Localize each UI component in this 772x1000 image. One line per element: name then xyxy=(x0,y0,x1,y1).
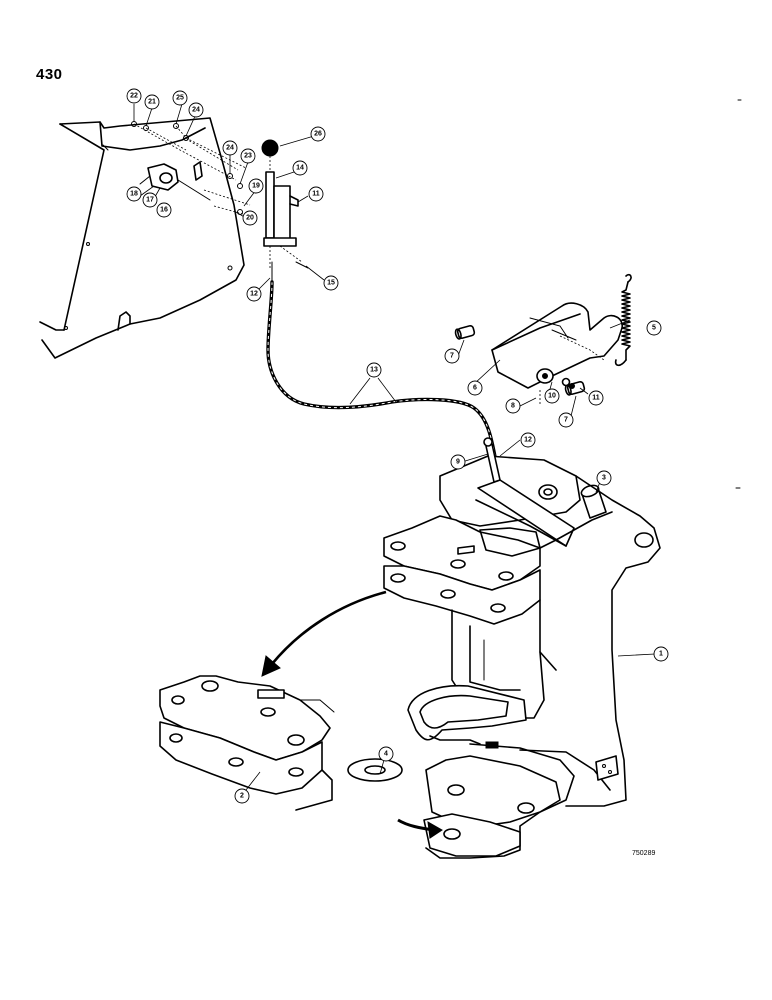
svg-text:21: 21 xyxy=(148,99,156,106)
svg-text:26: 26 xyxy=(314,131,322,138)
svg-text:24: 24 xyxy=(192,107,200,114)
callout-2: 2 xyxy=(234,788,250,804)
control-lever xyxy=(261,139,309,270)
leader-lines xyxy=(133,103,656,791)
callout-21: 21 xyxy=(144,94,160,110)
callouts: 1 2 3 4 5 6 7 7 8 9 10 11 12 13 14 11 15… xyxy=(126,88,669,804)
control-cable xyxy=(266,261,501,481)
callout-9: 9 xyxy=(450,454,466,470)
callout-22: 22 xyxy=(126,88,142,104)
svg-text:8: 8 xyxy=(511,403,515,410)
svg-text:20: 20 xyxy=(246,215,254,222)
callout-12b: 12 xyxy=(246,286,262,302)
svg-text:14: 14 xyxy=(296,165,304,172)
svg-text:13: 13 xyxy=(370,367,378,374)
svg-text:4: 4 xyxy=(384,751,388,758)
callout-26: 26 xyxy=(310,126,326,142)
svg-text:7: 7 xyxy=(450,353,454,360)
svg-text:10: 10 xyxy=(548,393,556,400)
svg-text:3: 3 xyxy=(602,475,606,482)
bushing xyxy=(580,484,607,519)
swing-mount xyxy=(159,675,335,811)
frame-panel xyxy=(39,117,245,359)
svg-text:23: 23 xyxy=(244,153,252,160)
callout-11b: 11 xyxy=(308,186,324,202)
callout-7b: 7 xyxy=(558,412,574,428)
svg-text:18: 18 xyxy=(130,191,138,198)
callout-14: 14 xyxy=(292,160,308,176)
scan-marks xyxy=(735,99,742,489)
svg-text:11: 11 xyxy=(592,395,600,402)
svg-text:12: 12 xyxy=(250,291,258,298)
page-number: 430 xyxy=(36,66,63,83)
callout-4: 4 xyxy=(378,746,394,762)
latch-assembly xyxy=(454,273,632,404)
callout-24b: 24 xyxy=(188,102,204,118)
assembly-arrows xyxy=(261,590,443,839)
callout-19: 19 xyxy=(248,178,264,194)
callout-24a: 24 xyxy=(222,140,238,156)
svg-text:5: 5 xyxy=(652,325,656,332)
svg-text:22: 22 xyxy=(130,93,138,100)
svg-text:24: 24 xyxy=(226,145,234,152)
callout-16: 16 xyxy=(156,202,172,218)
callout-23: 23 xyxy=(240,148,256,164)
callout-11a: 11 xyxy=(588,390,604,406)
cable-pin xyxy=(483,437,501,483)
callout-12a: 12 xyxy=(520,432,536,448)
svg-text:11: 11 xyxy=(312,191,320,198)
svg-text:12: 12 xyxy=(524,437,532,444)
callout-13: 13 xyxy=(366,362,382,378)
svg-text:19: 19 xyxy=(252,183,260,190)
callout-1: 1 xyxy=(653,646,669,662)
svg-text:9: 9 xyxy=(456,459,460,466)
svg-text:2: 2 xyxy=(240,793,244,800)
callout-18: 18 xyxy=(126,186,142,202)
callout-17: 17 xyxy=(142,192,158,208)
svg-text:6: 6 xyxy=(473,385,477,392)
callout-15: 15 xyxy=(323,275,339,291)
callout-5: 5 xyxy=(646,320,662,336)
svg-text:1: 1 xyxy=(659,651,663,658)
callout-3: 3 xyxy=(596,470,612,486)
swing-tower xyxy=(383,455,661,859)
callout-6: 6 xyxy=(467,380,483,396)
svg-text:16: 16 xyxy=(160,207,168,214)
callout-25: 25 xyxy=(172,90,188,106)
svg-text:25: 25 xyxy=(176,95,184,102)
callout-8: 8 xyxy=(505,398,521,414)
washer xyxy=(347,758,403,782)
callout-20: 20 xyxy=(242,210,258,226)
svg-text:15: 15 xyxy=(327,280,335,287)
callout-10: 10 xyxy=(544,388,560,404)
callout-7a: 7 xyxy=(444,348,460,364)
drawing-code: 750289 xyxy=(632,850,656,857)
svg-text:7: 7 xyxy=(564,417,568,424)
svg-text:17: 17 xyxy=(146,197,154,204)
